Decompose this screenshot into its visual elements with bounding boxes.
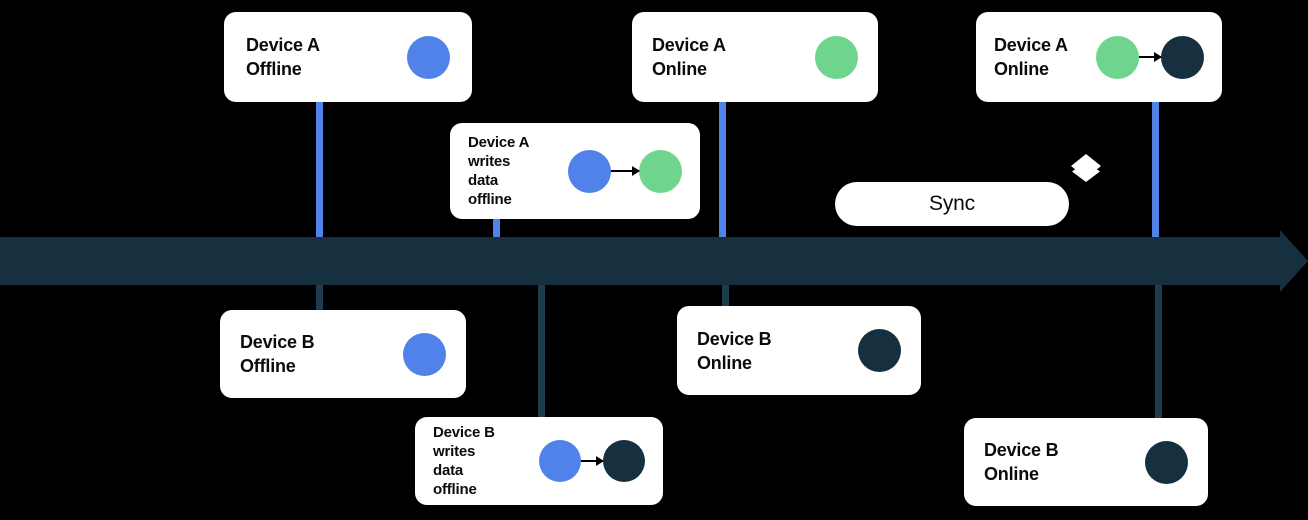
sync-label: Sync	[929, 192, 975, 215]
status-dot-green	[815, 35, 858, 79]
connector-device-a-offline	[316, 100, 323, 240]
card-graphic	[403, 332, 446, 376]
status-dot-navy	[1145, 440, 1188, 484]
status-dot-blue	[407, 35, 450, 79]
card-label: Device A Offline	[246, 35, 320, 79]
connector-device-b-offline	[316, 283, 323, 311]
connector-device-b-online	[722, 283, 729, 307]
status-dot-green	[1096, 35, 1139, 79]
connector-device-a-online-sync	[1152, 100, 1159, 240]
status-dot-green	[639, 149, 682, 193]
card-label: Device B Online	[984, 440, 1059, 484]
status-dot-blue	[568, 149, 611, 193]
timeline-arrowhead-icon	[1280, 230, 1308, 292]
card-graphic	[815, 35, 858, 79]
card-label: Device B writes data offline	[433, 424, 495, 498]
status-dot-navy	[603, 440, 645, 482]
card-device-a-offline[interactable]: Device A Offline	[224, 12, 472, 102]
status-dot-navy	[858, 329, 901, 372]
connector-device-b-writes-offline	[538, 283, 545, 418]
card-device-b-writes-data-offline[interactable]: Device B writes data offline	[415, 417, 663, 505]
status-dot-blue	[539, 440, 581, 482]
card-device-a-writes-data-offline[interactable]: Device A writes data offline	[450, 123, 700, 219]
status-dot-navy	[1161, 35, 1204, 79]
card-device-a-online[interactable]: Device A Online	[632, 12, 878, 102]
card-device-a-online-sync[interactable]: Device A Online	[976, 12, 1222, 102]
card-label: Device A writes data offline	[468, 134, 530, 208]
card-graphic	[1096, 35, 1204, 79]
card-device-b-offline[interactable]: Device B Offline	[220, 310, 466, 398]
card-graphic	[858, 329, 901, 372]
card-label: Device A Online	[652, 35, 726, 79]
connector-device-b-online-sync	[1155, 283, 1162, 420]
connector-device-a-writes-offline	[493, 219, 500, 241]
card-device-b-online[interactable]: Device B Online	[677, 306, 921, 395]
card-label: Device A Online	[994, 35, 1068, 79]
arrow-right-icon	[611, 166, 640, 176]
connector-device-a-online	[719, 100, 726, 240]
status-dot-blue	[403, 332, 446, 376]
sync-pill[interactable]: Sync	[835, 182, 1069, 226]
timeline-bar	[0, 237, 1281, 285]
card-device-b-online-sync[interactable]: Device B Online	[964, 418, 1208, 506]
layers-icon	[1069, 152, 1103, 188]
card-graphic	[1145, 440, 1188, 484]
card-graphic	[539, 440, 645, 482]
arrow-right-icon	[1139, 52, 1162, 62]
card-graphic	[568, 149, 682, 193]
card-label: Device B Offline	[240, 332, 315, 376]
card-label: Device B Online	[697, 328, 772, 373]
card-graphic	[407, 35, 450, 79]
arrow-right-icon	[581, 456, 604, 466]
